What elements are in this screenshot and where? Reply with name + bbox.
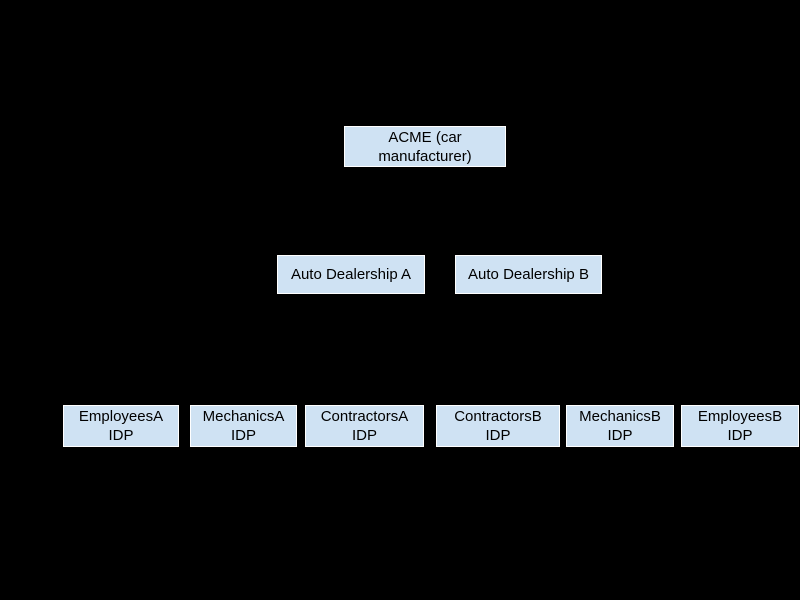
node-mechanicsb-idp-label: MechanicsB IDP — [579, 408, 661, 444]
node-mechanicsb-idp: MechanicsB IDP — [566, 405, 674, 447]
node-employeesa-idp: EmployeesA IDP — [63, 405, 179, 447]
node-mechanicsa-idp-label: MechanicsA IDP — [202, 408, 285, 444]
node-auto-dealership-a-label: Auto Dealership A — [290, 266, 412, 283]
node-mechanicsa-idp: MechanicsA IDP — [190, 405, 297, 447]
node-contractorsb-idp-label: ContractorsB IDP — [454, 408, 542, 444]
node-contractorsb-idp: ContractorsB IDP — [436, 405, 560, 447]
node-auto-dealership-b-label: Auto Dealership B — [468, 266, 589, 283]
node-employeesb-idp: EmployeesB IDP — [681, 405, 799, 447]
node-acme-label: ACME (car manufacturer) — [378, 128, 472, 165]
node-employeesa-idp-label: EmployeesA IDP — [78, 408, 164, 444]
node-contractorsa-idp-label: ContractorsA IDP — [320, 408, 409, 444]
node-auto-dealership-b: Auto Dealership B — [455, 255, 602, 294]
node-contractorsa-idp: ContractorsA IDP — [305, 405, 424, 447]
node-acme: ACME (car manufacturer) — [344, 126, 506, 167]
node-auto-dealership-a: Auto Dealership A — [277, 255, 425, 294]
node-employeesb-idp-label: EmployeesB IDP — [697, 408, 783, 444]
